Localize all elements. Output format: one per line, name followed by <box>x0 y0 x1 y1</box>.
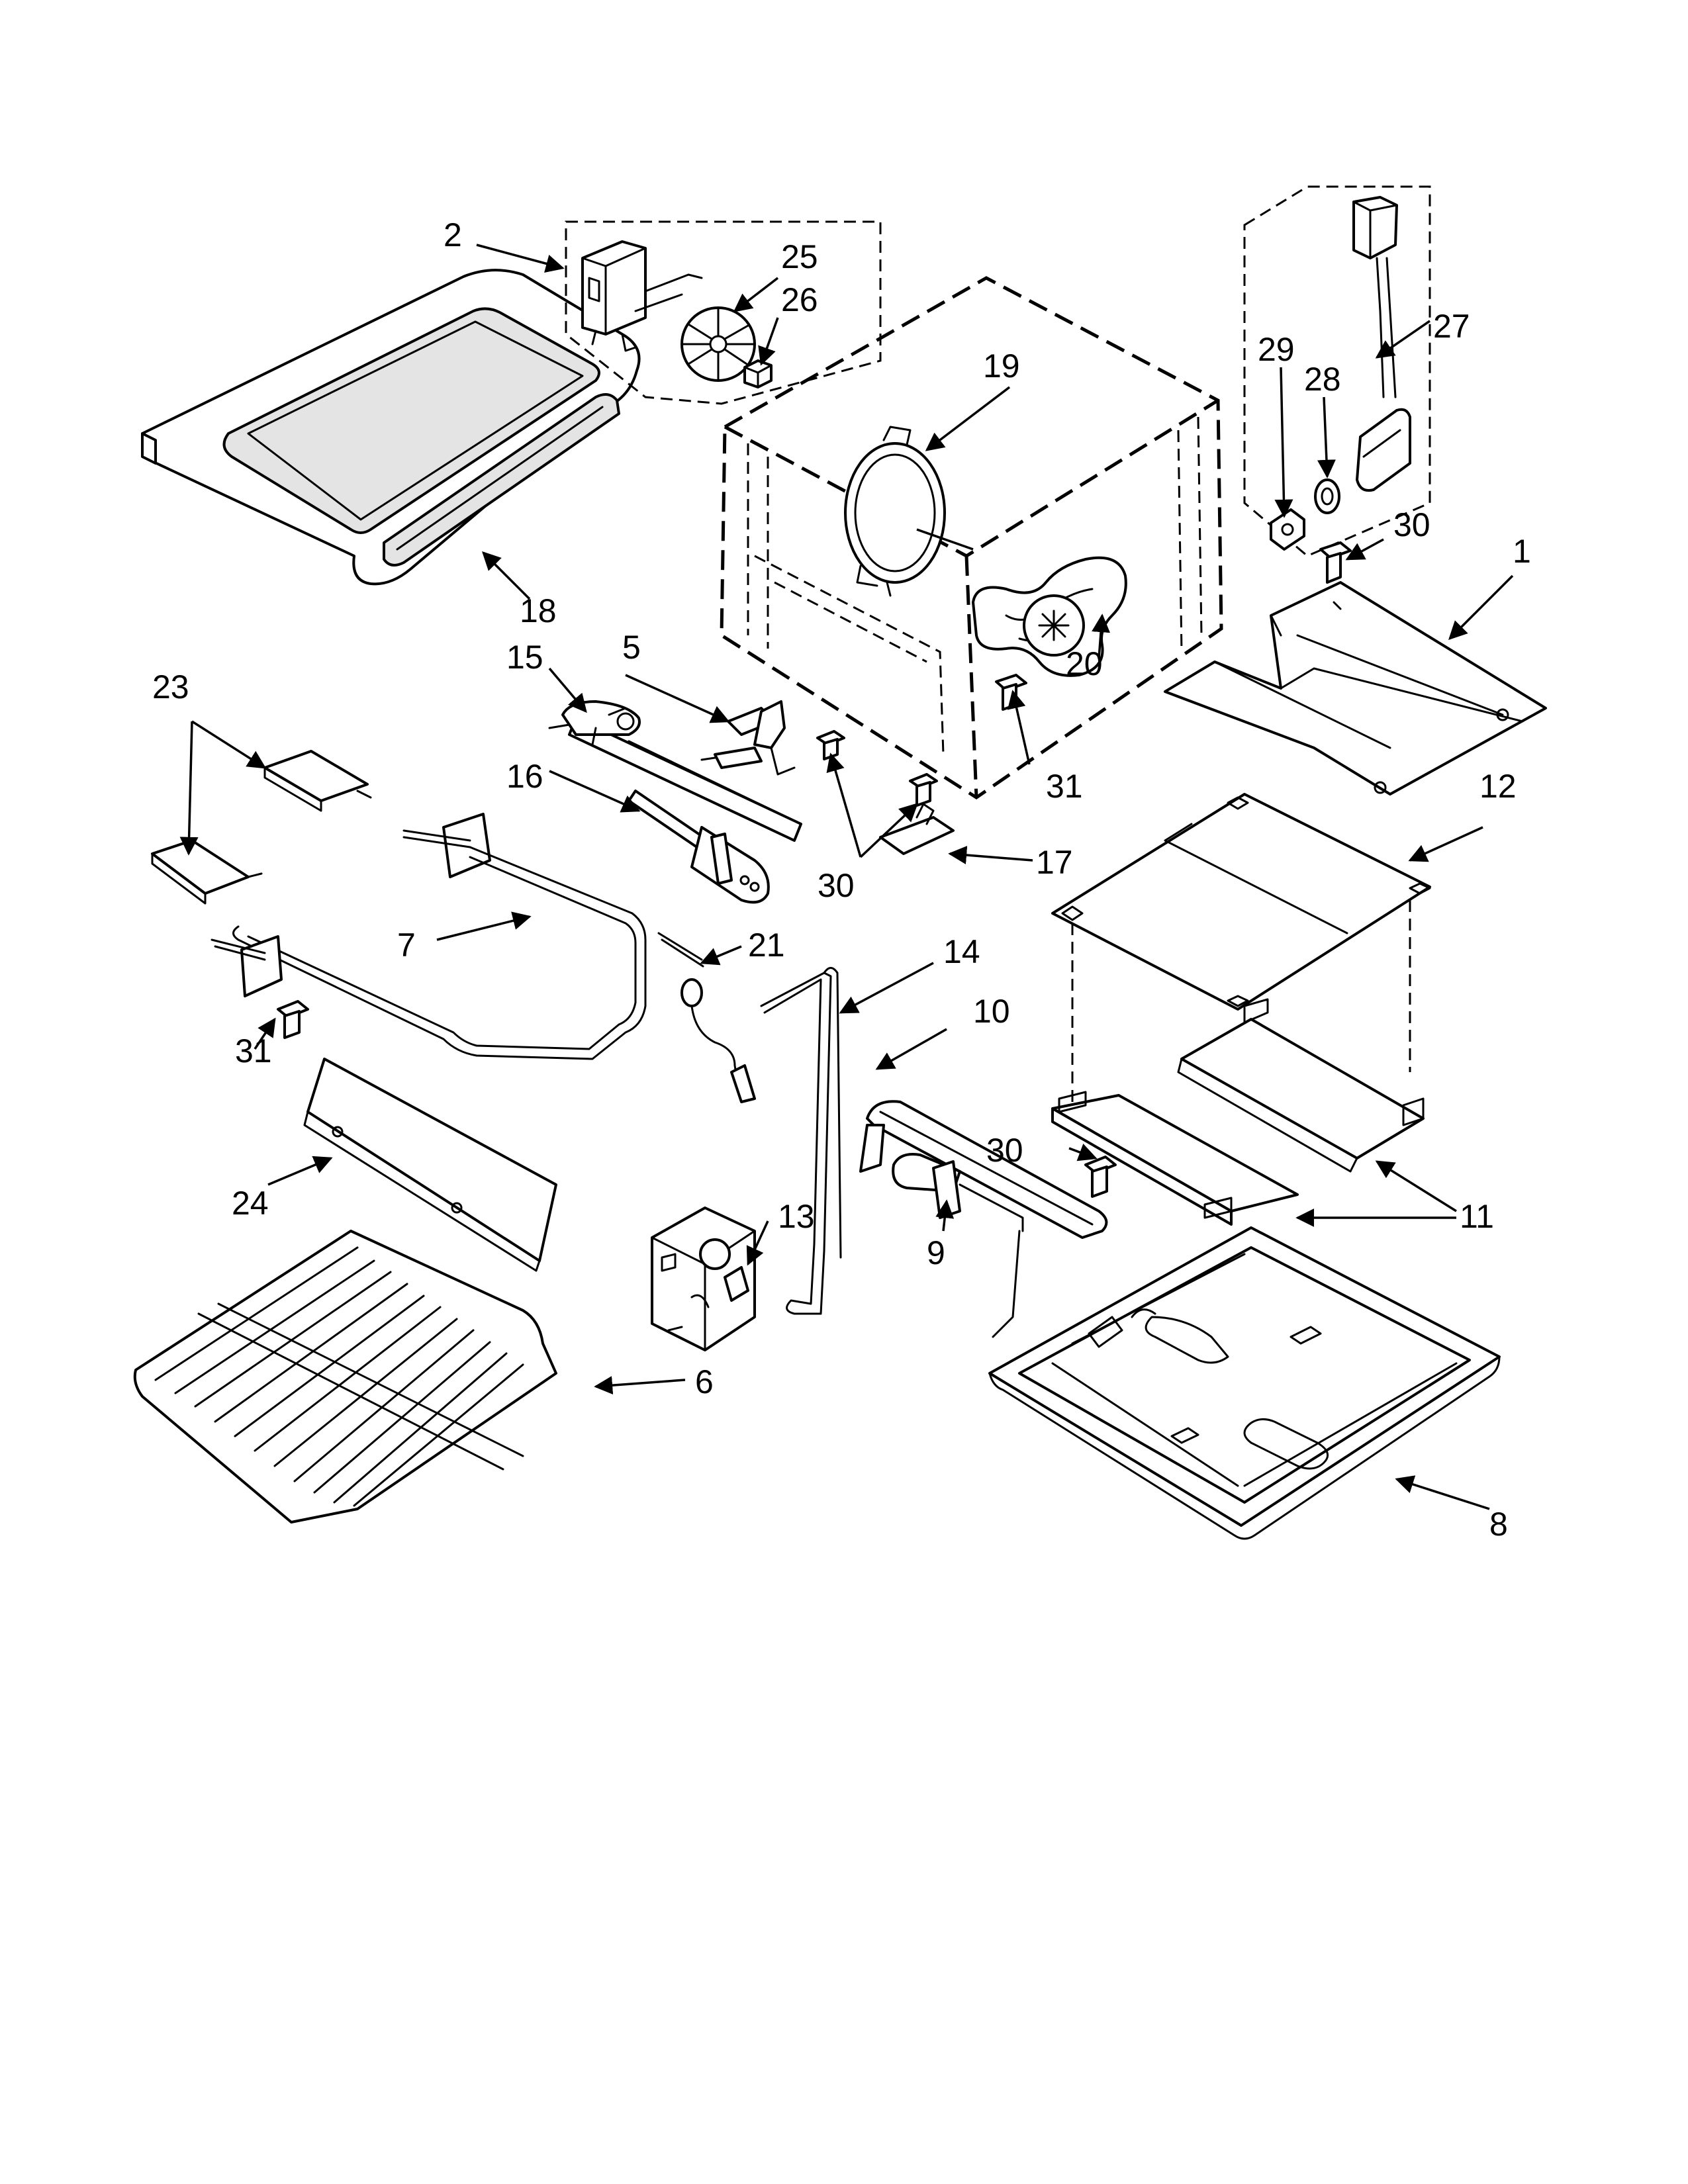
callout-30-lower: 30 <box>986 1132 1023 1169</box>
callout-19: 19 <box>983 347 1020 385</box>
callout-27: 27 <box>1433 308 1470 345</box>
callout-13: 13 <box>778 1198 815 1235</box>
callout-24: 24 <box>232 1185 269 1222</box>
callout-1: 1 <box>1513 533 1531 570</box>
callout-26: 26 <box>781 281 818 318</box>
callout-31-right: 31 <box>1046 768 1083 805</box>
part-6-oven-rack <box>133 1230 557 1524</box>
part-18-top-panel <box>141 269 641 586</box>
part-20-fan-baffle <box>972 556 1127 677</box>
callout-29: 29 <box>1258 331 1295 368</box>
part-5-orifice <box>700 700 796 776</box>
part-13-gas-valve <box>651 1206 756 1351</box>
part-24-deflector <box>303 1058 557 1272</box>
callout-6: 6 <box>695 1363 714 1400</box>
callout-11: 11 <box>1460 1198 1494 1235</box>
part-29-fitting <box>1270 508 1305 551</box>
part-14-gas-tube <box>760 967 842 1315</box>
callout-20: 20 <box>1066 645 1103 682</box>
part-30-screw-broil <box>1084 1156 1117 1198</box>
part-27-igniter <box>1352 196 1411 492</box>
part-2-fan-motor <box>581 240 703 352</box>
oven-cavity-outline <box>720 276 1223 799</box>
callout-18: 18 <box>520 592 557 629</box>
callout-7: 7 <box>397 927 416 964</box>
callout-31-left: 31 <box>235 1032 272 1069</box>
igniter-assembly-outline <box>1243 185 1431 557</box>
part-21-thermocouple <box>657 932 756 1103</box>
callout-5: 5 <box>622 629 641 666</box>
callout-labels: 1 2 5 6 7 8 9 10 11 12 13 14 15 16 17 18… <box>152 216 1531 1543</box>
part-1-floor-panel <box>1164 581 1547 796</box>
part-8-pan <box>988 1226 1501 1540</box>
part-31-screw-left <box>277 1000 309 1039</box>
callout-23: 23 <box>152 668 189 705</box>
part-10-broil-burner <box>859 1100 1108 1239</box>
callout-2: 2 <box>444 216 462 253</box>
callout-30-middle: 30 <box>818 867 855 904</box>
callout-14: 14 <box>943 933 980 970</box>
part-19-convection-element <box>844 426 974 597</box>
callout-30-upper: 30 <box>1393 506 1430 543</box>
fan-assembly-outline <box>565 220 882 405</box>
callout-16: 16 <box>506 758 543 795</box>
part-15-bake-burner <box>548 700 802 842</box>
part-16-igniter <box>628 790 770 904</box>
callout-25: 25 <box>781 238 818 275</box>
callout-12: 12 <box>1479 768 1517 805</box>
callout-8: 8 <box>1489 1506 1508 1543</box>
leader-lines <box>179 244 1514 1510</box>
part-26-nut <box>743 359 773 388</box>
callout-17: 17 <box>1036 844 1073 881</box>
part-30-screw-middle <box>816 730 845 760</box>
callout-21: 21 <box>748 927 785 964</box>
part-25-fan-blade <box>680 306 756 382</box>
sensor-rod <box>211 935 283 997</box>
part-17-bracket <box>879 803 955 855</box>
part-12-heat-shield <box>1051 793 1431 1105</box>
part-23-brackets <box>151 750 372 905</box>
callout-15: 15 <box>506 639 543 676</box>
part-30-screw-right <box>1319 541 1352 584</box>
part-30-screw-lower <box>909 773 938 807</box>
callout-10: 10 <box>973 993 1010 1030</box>
part-11-brackets <box>1051 998 1425 1226</box>
callout-28: 28 <box>1304 361 1341 398</box>
part-28-washer <box>1314 478 1340 514</box>
part-31-screw-baffle <box>995 674 1027 711</box>
part-7-oven-sensor <box>232 813 647 1060</box>
callout-9: 9 <box>927 1234 945 1271</box>
